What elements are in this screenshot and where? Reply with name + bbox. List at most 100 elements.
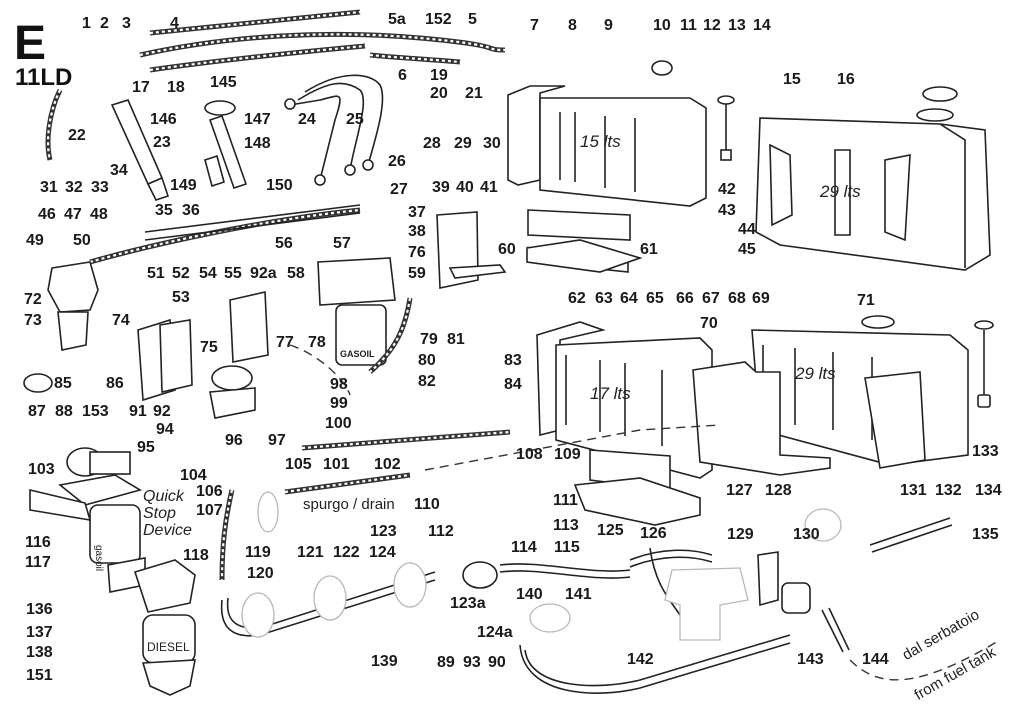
callout: 34 — [110, 162, 128, 179]
callout: 45 — [738, 241, 756, 258]
callout: 147 — [244, 111, 271, 128]
tank-cap-16 — [922, 86, 958, 102]
callout: 142 — [627, 651, 654, 668]
diesel-filter — [107, 557, 196, 696]
callout: 26 — [388, 153, 406, 170]
callout: 118 — [183, 547, 209, 564]
callout: 129 — [727, 526, 754, 543]
callout: 84 — [504, 376, 522, 393]
callout: 143 — [797, 651, 824, 668]
callout: 25 — [346, 111, 364, 128]
callout: 58 — [287, 265, 305, 282]
ghost-injectors — [241, 491, 427, 638]
callout: 67 — [702, 290, 720, 307]
tank-capacity-label: 29 lts — [820, 182, 861, 201]
callout: 2 — [100, 15, 109, 32]
feed-pump-73 — [23, 261, 99, 393]
fuel-cap-10 — [651, 60, 673, 76]
fuel-tank-17l — [536, 321, 713, 526]
callout: 6 — [398, 67, 407, 84]
callout: 117 — [25, 554, 51, 571]
callout: 43 — [718, 202, 736, 219]
callout: 92 — [153, 403, 171, 420]
callout: 4 — [170, 15, 179, 32]
callout: 132 — [935, 482, 962, 499]
drain-filter-140 — [462, 561, 498, 589]
callout: 103 — [28, 461, 55, 478]
hose-142 — [519, 634, 791, 694]
callout: 138 — [26, 644, 53, 661]
callout: 88 — [55, 403, 73, 420]
callout: 77 — [276, 334, 294, 351]
callout: 97 — [268, 432, 286, 449]
callout: 135 — [972, 526, 999, 543]
callout: 51 — [147, 265, 165, 282]
callout: 123a — [450, 595, 486, 612]
engine-model-label: 11LD — [15, 64, 73, 91]
tank-capacity-label: 15 lts — [580, 132, 621, 151]
callout: 85 — [54, 375, 72, 392]
fuel-hose-5a — [149, 9, 361, 36]
assembly-dash-1 — [289, 344, 351, 396]
callout: 144 — [862, 651, 889, 668]
callout: 53 — [172, 289, 190, 306]
callout: 119 — [245, 544, 271, 561]
callout: 146 — [150, 111, 177, 128]
callout: 130 — [793, 526, 820, 543]
callout: 12 — [703, 17, 721, 34]
callout: 9 — [604, 17, 613, 34]
quick-stop-device-label: Quick Stop Device — [143, 488, 192, 539]
tank-capacity-label: 17 lts — [590, 384, 631, 403]
callout: 109 — [554, 446, 581, 463]
fuel-tank-15l — [507, 85, 707, 273]
callout: 121 — [297, 544, 324, 561]
callout: 10 — [653, 17, 671, 34]
callout: 48 — [90, 206, 108, 223]
callout: 17 — [132, 79, 150, 96]
callout: 116 — [25, 534, 51, 551]
callout: 137 — [26, 624, 53, 641]
callout: 44 — [738, 221, 756, 238]
callout: 74 — [112, 312, 130, 329]
quick-stop-word-stop: Stop — [143, 504, 176, 522]
assembly-dash-2 — [424, 424, 721, 471]
fuel-filter-78 — [317, 257, 396, 366]
hose-135 — [869, 517, 953, 553]
callout: 22 — [68, 127, 86, 144]
callout: 102 — [374, 456, 401, 473]
callout: 70 — [700, 315, 718, 332]
callout: 90 — [488, 654, 506, 671]
callout: 38 — [408, 223, 426, 240]
callout: 11 — [680, 17, 697, 34]
callout: 73 — [24, 312, 42, 329]
callout: 80 — [418, 352, 436, 369]
callout: 86 — [106, 375, 124, 392]
injector-32 — [110, 99, 170, 201]
callout: 16 — [837, 71, 855, 88]
callout: 47 — [64, 206, 82, 223]
callout: 27 — [390, 181, 408, 198]
callout: 28 — [423, 135, 441, 152]
callout: 57 — [333, 235, 351, 252]
callout: 139 — [371, 653, 398, 670]
callout: 52 — [172, 265, 190, 282]
callout: 105 — [285, 456, 312, 473]
fuel-gauge-14 — [717, 95, 735, 161]
callout: 125 — [597, 522, 624, 539]
callout: 3 — [122, 15, 131, 32]
callout: 149 — [170, 177, 197, 194]
callout: 151 — [26, 667, 53, 684]
callout: 122 — [333, 544, 360, 561]
callout: 91 — [129, 403, 147, 420]
callout: 5 — [468, 11, 477, 28]
callout: 123 — [370, 523, 397, 540]
callout: 66 — [676, 290, 694, 307]
filter-label-gasoil-small: gasoil — [93, 545, 104, 572]
callout: 42 — [718, 181, 736, 198]
callout: 94 — [156, 421, 174, 438]
hose-126 — [629, 547, 713, 616]
callout: 15 — [783, 71, 801, 88]
callout: 18 — [167, 79, 185, 96]
callout: 96 — [225, 432, 243, 449]
callout: 127 — [726, 482, 753, 499]
